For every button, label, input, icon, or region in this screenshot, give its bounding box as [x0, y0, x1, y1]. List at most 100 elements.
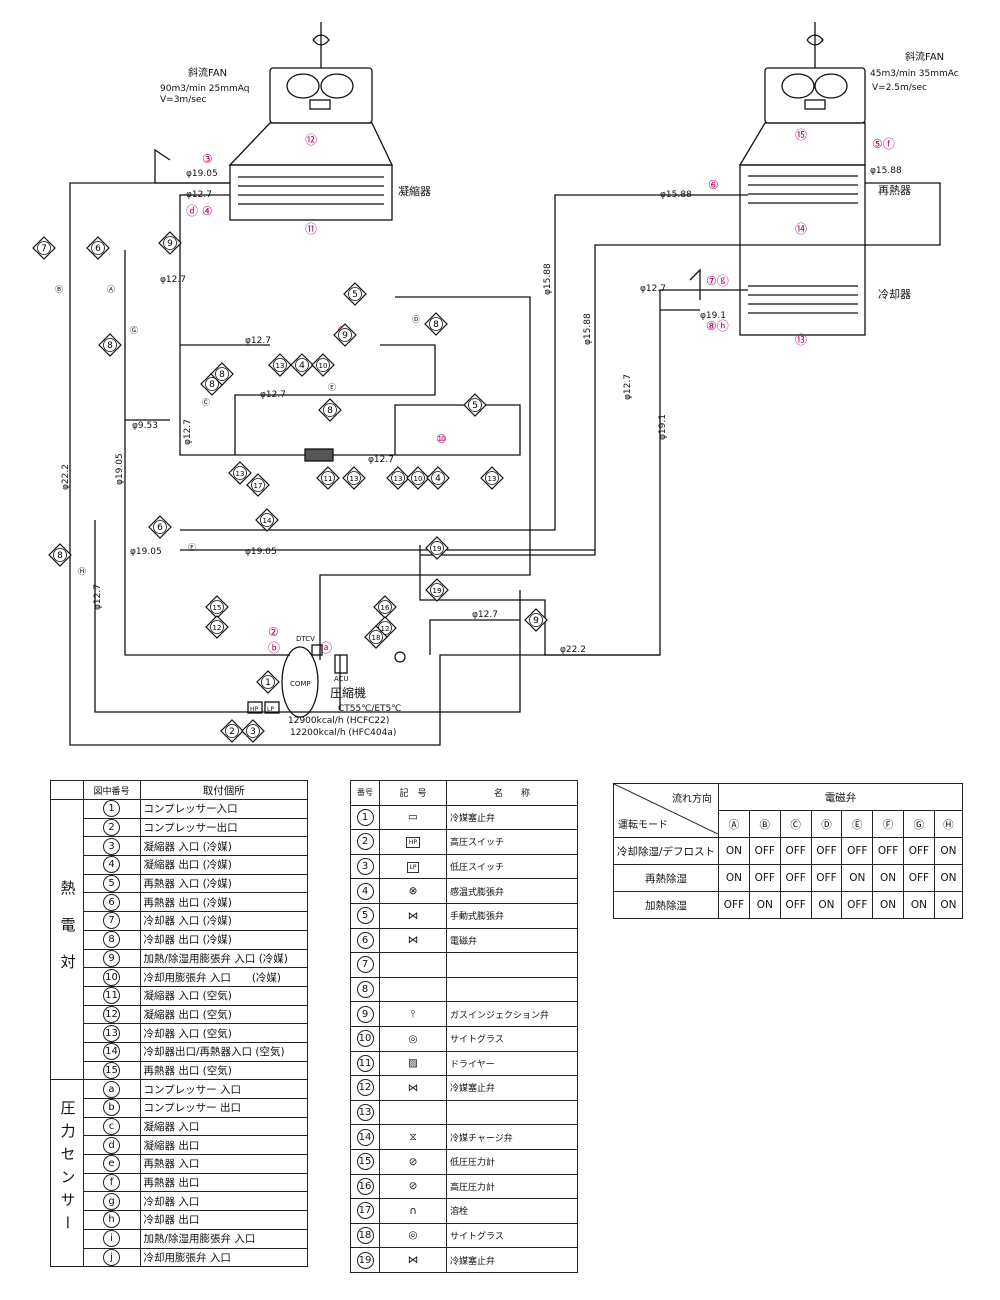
valve-letter-d: Ⓓ [412, 315, 420, 324]
location-number: j [103, 1248, 120, 1266]
table-row: 10◎サイトグラス [350, 1025, 578, 1052]
compressor-label: 圧縮機 [330, 685, 366, 700]
table-row: 9⫯ガスインジェクション弁 [350, 1001, 578, 1027]
component-number: 8 [57, 551, 63, 561]
symbol-number: 16 [356, 1177, 374, 1195]
location-number: d [103, 1136, 120, 1154]
table-row: 14⧖冷媒チャージ弁 [350, 1124, 578, 1150]
component-marker: 11 [316, 466, 340, 490]
air-tag-11: ⑪ [305, 222, 317, 236]
symbol-number: 1 [356, 808, 374, 826]
component-marker: 12 [205, 615, 229, 639]
dtcv-label: DTCV [296, 635, 315, 643]
component-marker: 14 [255, 508, 279, 532]
svg-text:φ19.05: φ19.05 [186, 169, 218, 179]
sensor-tag-a: ⓐ [320, 641, 332, 655]
pipe-size: φ22.2 [61, 464, 71, 490]
symbol-number: 3 [356, 858, 374, 876]
component-number: 13 [488, 475, 497, 483]
symbol-icon: ∩ [409, 1204, 417, 1217]
table-row: 18◎サイトグラス [350, 1222, 578, 1249]
svg-text:φ15.88: φ15.88 [583, 313, 593, 345]
symbol-name: 手動式膨張弁 [446, 902, 578, 929]
location-number: 14 [103, 1043, 120, 1061]
svg-text:ACU: ACU [334, 675, 349, 683]
symbol-name: 低圧圧力計 [446, 1148, 578, 1175]
svg-text:ⓑ: ⓑ [268, 641, 280, 655]
table-row: 5⋈手動式膨張弁 [350, 902, 578, 929]
symbol-name: 低圧スイッチ [446, 853, 578, 880]
location-name: 凝縮器 出口 (空気) [139, 1004, 308, 1025]
symbol-name: 高圧スイッチ [446, 829, 578, 855]
pipe-size: φ19.05 [186, 169, 218, 179]
location-name: 再熱器 出口 (冷媒) [139, 892, 308, 913]
pipe-size: φ19.1 [658, 414, 668, 440]
symbol-icon: ⋈ [407, 934, 419, 947]
right-fan-title: 斜流FAN [905, 50, 944, 63]
symbol-number: 11 [356, 1054, 374, 1072]
component-number: 4 [299, 361, 305, 371]
component-number: 8 [433, 320, 439, 330]
location-name: 加熱/除湿用膨張弁 入口 [139, 1228, 308, 1249]
location-number: g [103, 1192, 120, 1210]
symbol-name: 冷媒塞止弁 [446, 804, 578, 831]
symbol-name: 冷媒チャージ弁 [446, 1124, 578, 1150]
svg-text:φ15.88: φ15.88 [660, 190, 692, 200]
component-marker: 4 [290, 353, 314, 377]
compressor-cap2: 12200kcal/h (HFC404a) [290, 728, 396, 738]
pipe-size: φ12.7 [472, 610, 498, 620]
valve-state: OFF [748, 864, 781, 892]
component-marker: 15 [205, 595, 229, 619]
valve-letter-e: Ⓔ [328, 383, 336, 392]
component-marker: 8 [48, 543, 72, 567]
location-name: 再熱器 入口 [139, 1154, 308, 1174]
component-marker: 4 [426, 466, 450, 490]
component-marker: 8 [98, 333, 122, 357]
location-number: i [103, 1230, 120, 1248]
dryer [304, 448, 334, 462]
location-name: 再熱器 入口 (冷媒) [139, 873, 308, 894]
location-number: 6 [103, 893, 120, 911]
location-name: 凝縮器 出口 (冷媒) [139, 855, 308, 875]
svg-text:COMP: COMP [290, 680, 311, 688]
svg-text:Ⓓ: Ⓓ [412, 315, 420, 324]
component-number: 5 [472, 401, 478, 411]
symbol-icon: LP [406, 862, 420, 874]
t3-corner-top: 流れ方向 [672, 794, 713, 805]
component-marker: 13 [228, 461, 252, 485]
symbol-icon: ◎ [408, 1032, 418, 1045]
component-number: 8 [107, 341, 113, 351]
symbol-number: 4 [356, 882, 374, 900]
svg-text:ⓐ: ⓐ [320, 641, 332, 655]
location-name: 冷却器 入口 (空気) [139, 1023, 308, 1043]
symbol-number: 17 [356, 1202, 374, 1220]
valve-state: ON [872, 891, 905, 919]
t3-header: 電磁弁 [824, 791, 857, 804]
component-marker: 13 [268, 353, 292, 377]
t3-corner-bottom: 運転モード [618, 820, 668, 831]
left-fan-box [269, 67, 373, 124]
symbol-icon: ◎ [408, 1229, 418, 1242]
t1-header-loc: 取付個所 [202, 784, 245, 797]
right-fan-box [764, 67, 866, 124]
valve-state: ON [718, 864, 750, 892]
svg-text:φ15.88: φ15.88 [870, 166, 902, 176]
symbol-number: 9 [356, 1005, 374, 1023]
location-number: a [103, 1080, 120, 1098]
sensor-tag-10: ⑩ [436, 432, 447, 446]
pipe-size: φ9.53 [132, 421, 158, 431]
